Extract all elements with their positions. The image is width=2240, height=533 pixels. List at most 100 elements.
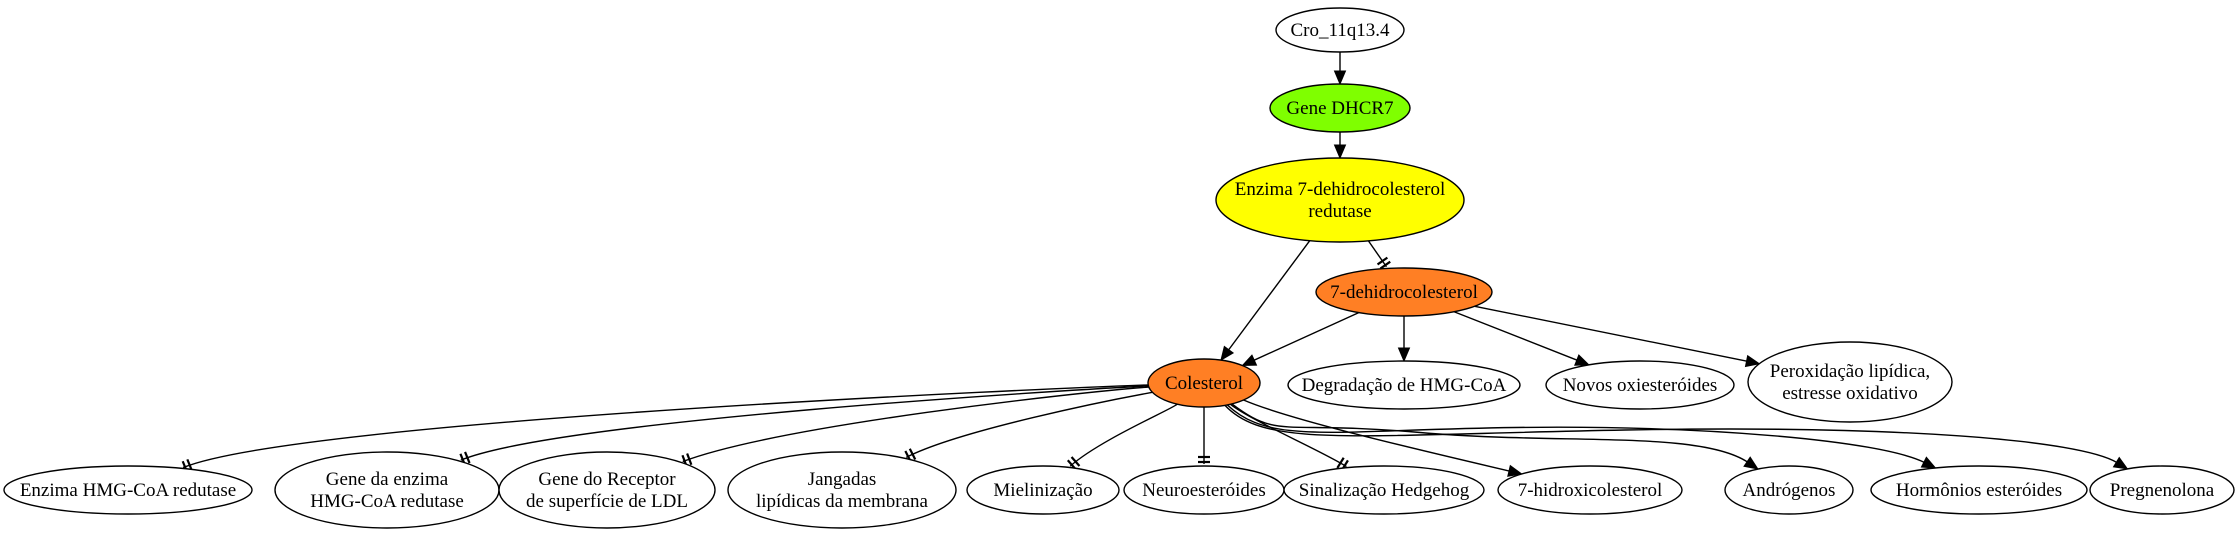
edge-line [1226,404,1926,464]
tee-bar [908,448,917,460]
edge-line [182,384,1149,469]
edge-colesterol-to-pregnenolona [1224,404,2129,470]
edge-colesterol-to-gene_receptor [681,386,1149,467]
edge-cro-to-dhcr7 [1333,52,1347,86]
edge-line [1229,403,1347,468]
node-hedgehog[interactable]: Sinalização Hedgehog [1283,465,1485,515]
node-dhcr7[interactable]: Gene DHCR7 [1269,83,1411,133]
tee-bar [464,451,471,464]
edge-colesterol-to-androgenos [1231,403,1759,470]
node-label: Mielinização [993,480,1092,501]
edge-dhc-to-degradacao [1397,316,1411,363]
node-ellipse [1147,358,1261,408]
node-label: Neuroesteróides [1142,480,1265,501]
edge-colesterol-to-hormonios [1226,404,1937,469]
tee-bar [686,453,693,466]
edge-colesterol-to-neuro [1198,407,1210,464]
edge-line [1227,240,1311,351]
arrowhead [1507,464,1523,477]
node-label: Degradação de HMG-CoA [1302,375,1507,396]
node-ellipse [1283,465,1485,515]
node-ellipse [1215,157,1465,243]
node-hmgcoa[interactable]: Enzima HMG-CoA redutase [3,465,253,515]
node-label: Jangadas [808,469,877,490]
node-label: Gene do Receptor [538,469,676,490]
node-ellipse [1545,360,1735,410]
node-dhc[interactable]: 7-dehidrocolesterol [1315,267,1493,317]
node-label: Colesterol [1165,373,1243,394]
edge-line [1474,305,1748,363]
arrowhead [1397,347,1411,363]
edge-dhc-to-peroxidacao [1474,305,1761,368]
node-androgenos[interactable]: Andrógenos [1724,465,1854,515]
edge-line [682,386,1149,463]
node-novos[interactable]: Novos oxiesteróides [1545,360,1735,410]
edge-line [1224,404,2118,464]
edge-dhcr7-to-enzima7 [1333,132,1347,160]
arrowhead [1220,345,1235,362]
node-label: lipídicas da membrana [756,491,929,512]
node-label: HMG-CoA redutase [310,491,464,512]
edge-line [1253,311,1360,362]
node-label: Pregnenolona [2110,480,2215,501]
node-label: redutase [1308,201,1371,222]
node-label: Andrógenos [1743,480,1836,501]
edge-line [460,385,1149,461]
node-hormonios[interactable]: Hormônios esteróides [1870,465,2088,515]
arrowhead [1920,456,1937,469]
tee-bar [1379,260,1391,270]
node-ellipse [498,451,716,529]
node-label: de superfície de LDL [526,491,688,512]
arrowhead [1333,144,1347,160]
node-ellipse [2089,465,2235,515]
node-ellipse [1747,341,1953,423]
tee-bar [1336,457,1345,469]
edges-layer [181,52,2129,477]
tee-bar [1070,456,1081,467]
node-label: Gene da enzima [326,469,449,490]
node-ellipse [274,451,500,529]
node-ellipse [3,465,253,515]
arrowhead [1574,354,1591,366]
edge-colesterol-to-mielinizacao [1066,403,1178,471]
node-ellipse [1315,267,1493,317]
node-degradacao[interactable]: Degradação de HMG-CoA [1287,360,1521,410]
node-colesterol[interactable]: Colesterol [1147,358,1261,408]
node-label: Enzima 7-dehidrocolesterol [1235,179,1446,200]
node-cro[interactable]: Cro_11q13.4 [1275,7,1405,53]
node-pregnenolona[interactable]: Pregnenolona [2089,465,2235,515]
edge-enzima7-to-colesterol [1220,240,1311,362]
node-label: Peroxidação lipídica, [1770,361,1930,382]
node-ellipse [1497,465,1683,515]
node-ellipse [1287,360,1521,410]
edge-colesterol-to-jangadas [904,391,1153,463]
node-ellipse [1275,7,1405,53]
node-neuro[interactable]: Neuroesteróides [1123,465,1285,515]
arrowhead [1744,354,1761,368]
node-hidroxi[interactable]: 7-hidroxicolesterol [1497,465,1683,515]
edge-line [1453,311,1578,362]
node-peroxidacao[interactable]: Peroxidação lipídica,estresse oxidativo [1747,341,1953,423]
node-label: estresse oxidativo [1782,383,1918,404]
node-ellipse [1870,465,2088,515]
node-label: 7-hidroxicolesterol [1518,480,1663,501]
node-label: Enzima HMG-CoA redutase [20,480,236,501]
node-mielinizacao[interactable]: Mielinização [966,465,1120,515]
edge-line [1367,240,1388,268]
node-ellipse [1724,465,1854,515]
arrowhead [1333,70,1347,86]
node-label: Cro_11q13.4 [1290,20,1390,41]
node-label: Gene DHCR7 [1286,98,1393,119]
arrowhead [1241,354,1258,367]
node-label: Hormônios esteróides [1896,480,2062,501]
node-ellipse [1269,83,1411,133]
edge-colesterol-to-hidroxi [1243,399,1523,477]
tee-bar [1376,256,1389,266]
edge-line [905,391,1153,458]
